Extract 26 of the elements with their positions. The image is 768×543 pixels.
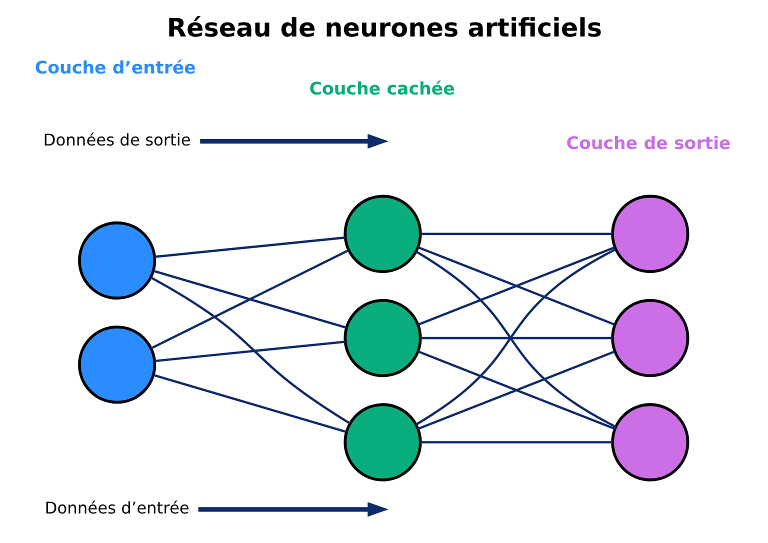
connector: [417, 246, 615, 326]
node-circle: [343, 299, 422, 378]
connector: [152, 270, 346, 329]
node-circle: [78, 221, 156, 300]
node-circle: [610, 403, 689, 482]
arrow: [198, 502, 388, 517]
label: Couche d’entrée: [34, 58, 196, 79]
connector: [420, 441, 612, 444]
connector: [154, 340, 345, 362]
connector: [154, 236, 345, 258]
node-circle: [343, 194, 422, 273]
diagram-title: Réseau de neurones artificiels: [166, 14, 602, 44]
connector: [150, 249, 349, 350]
node-circle: [610, 299, 689, 378]
node-circle: [610, 194, 689, 273]
label: Couche de sortie: [566, 134, 730, 154]
connector: [150, 276, 350, 424]
label: Couche cachée: [308, 79, 454, 100]
connector: [420, 336, 612, 340]
node-text: Données d’entrée: [44, 498, 189, 518]
connector: [152, 374, 346, 433]
connector: [420, 232, 612, 236]
node-circle: [343, 403, 422, 482]
node-circle: [78, 326, 156, 404]
arrow: [200, 134, 388, 149]
node-text: Données de sortie: [42, 130, 190, 150]
